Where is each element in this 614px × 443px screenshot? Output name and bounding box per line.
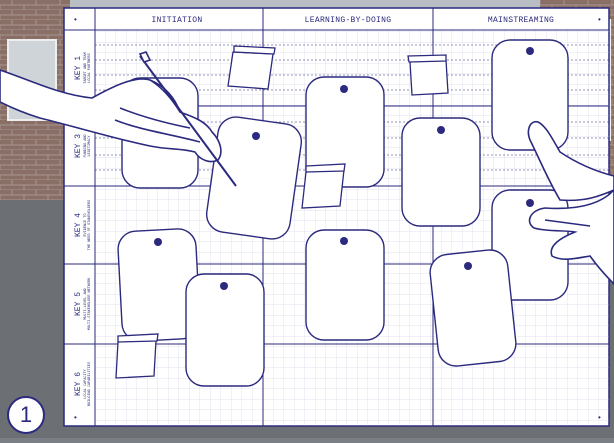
row-key-3: KEY 3 (74, 134, 83, 158)
corner-mark-bl: • (73, 414, 78, 423)
row-key-1: KEY 1 (74, 56, 83, 80)
sticky-note-icon (408, 55, 446, 62)
sticky-note-icon (234, 46, 275, 54)
corner-mark-tl: • (73, 16, 78, 25)
row-key-5: KEY 5 (74, 292, 83, 316)
row-key-3-sub2: LEGITIMACY (88, 135, 92, 157)
pin-tag-icon[interactable] (428, 248, 517, 368)
corner-mark-br: • (597, 414, 602, 423)
sticky-note-icon[interactable] (302, 170, 344, 208)
column-header-mainstreaming: MAINSTREAMING (488, 16, 554, 25)
step-number-badge: 1 (7, 396, 45, 434)
pin-tag-icon[interactable] (402, 118, 480, 226)
row-key-4: KEY 4 (74, 213, 83, 237)
step-number: 1 (9, 398, 43, 432)
column-header-initiation: INITIATION (151, 16, 202, 25)
row-key-5-sub2: MULTI-STAKEHOLDER NETWORK (88, 277, 92, 330)
sticky-note-icon[interactable] (410, 60, 448, 95)
pin-tag-icon[interactable] (186, 274, 264, 386)
sticky-note-icon[interactable] (228, 52, 273, 89)
row-key-6: KEY 6 (74, 372, 83, 396)
corner-mark-tr: • (597, 16, 602, 25)
sticky-note-icon[interactable] (116, 340, 156, 378)
pin-tag-icon[interactable] (306, 230, 384, 340)
sticky-note-icon (118, 334, 158, 342)
row-key-6-sub2: BUILDING CAPABILITIES (88, 362, 92, 406)
column-header-learning: LEARNING-BY-DOING (305, 16, 392, 25)
sticky-note-icon (306, 164, 345, 172)
row-key-1-sub2: LOCAL PARTNERS (88, 53, 92, 82)
row-key-4-sub2: THE NEED OF STAKEHOLDERS (88, 200, 92, 250)
